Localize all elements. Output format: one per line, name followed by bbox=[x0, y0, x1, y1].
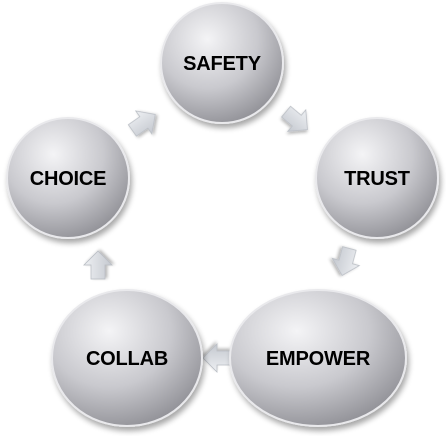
arrow-shape bbox=[83, 250, 113, 280]
node-label: EMPOWER bbox=[266, 348, 371, 370]
node-choice: CHOICE bbox=[6, 117, 130, 239]
arrow-icon bbox=[331, 246, 361, 277]
node-circle bbox=[229, 289, 407, 427]
node-label: CHOICE bbox=[30, 168, 107, 190]
node-label: COLLAB bbox=[86, 348, 168, 370]
node-label: SAFETY bbox=[183, 53, 262, 75]
arrow-icon bbox=[83, 250, 113, 280]
node-circle bbox=[6, 117, 130, 239]
connectors-group bbox=[83, 105, 361, 373]
node-collab: COLLAB bbox=[51, 289, 203, 427]
arrow-icon bbox=[127, 110, 156, 137]
arrow-icon bbox=[202, 343, 232, 373]
node-empower: EMPOWER bbox=[229, 289, 407, 427]
node-circle bbox=[160, 2, 284, 124]
arrow-shape bbox=[202, 343, 232, 373]
arrow-shape bbox=[127, 110, 156, 137]
nodes-group: SAFETY TRUST EMPOWER COLLAB CHOICE bbox=[6, 2, 439, 427]
node-circle bbox=[51, 289, 203, 427]
node-label: TRUST bbox=[344, 168, 410, 190]
arrow-shape bbox=[331, 246, 361, 277]
node-trust: TRUST bbox=[315, 117, 439, 239]
arrow-shape bbox=[280, 105, 308, 132]
node-safety: SAFETY bbox=[160, 2, 284, 124]
arrow-icon bbox=[280, 105, 308, 132]
node-circle bbox=[315, 117, 439, 239]
